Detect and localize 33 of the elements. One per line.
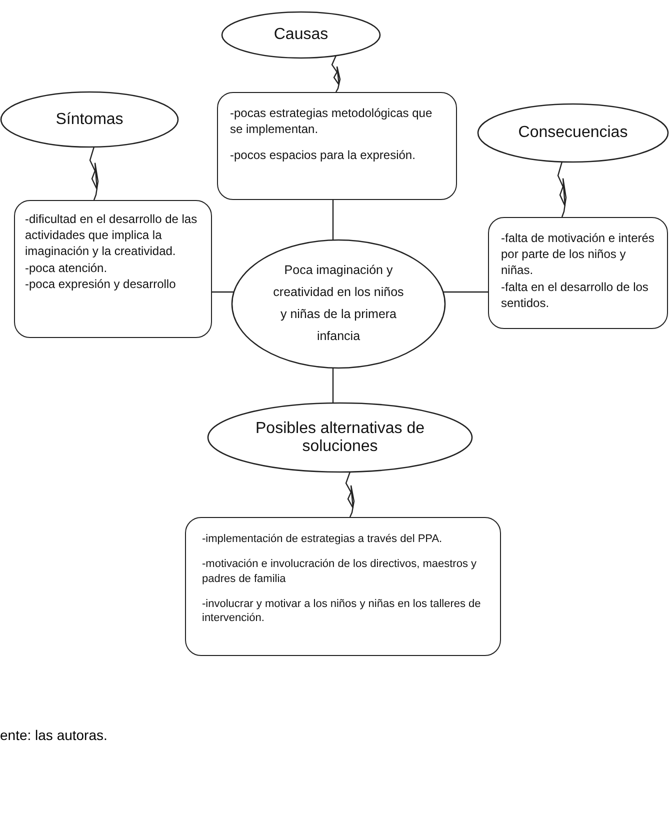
rounded-box	[185, 517, 501, 656]
node-text: -poca atención.	[25, 260, 108, 276]
node-text: -involucrar y motivar a los niños y niñas en los talleres de intervención.	[202, 596, 482, 626]
node-title: Poca imaginación y creatividad en los niños y niñas de la primera infancia	[272, 262, 405, 345]
node-text: -poca expresión y desarrollo	[25, 276, 177, 292]
zigzag-connector	[331, 55, 341, 92]
connector-line	[332, 200, 334, 240]
node-text: -pocas estrategias metodológicas que se implementan.	[230, 105, 434, 138]
rounded-box	[217, 92, 457, 200]
rounded-box	[14, 200, 212, 338]
node-text: -falta en el desarrollo de los sentidos.	[501, 278, 650, 311]
node-text: -pocos espacios para la expresión.	[230, 147, 416, 164]
ellipse-node	[1, 92, 178, 147]
node-title: Posibles alternativas de soluciones	[255, 420, 425, 456]
node-title: Causas	[274, 26, 328, 44]
ellipse-node	[208, 403, 472, 472]
node-text: -implementación de estrategias a través del PPA.	[202, 532, 444, 547]
ellipse-node	[478, 104, 668, 162]
node-title: Síntomas	[56, 110, 124, 128]
zigzag-connector	[345, 472, 355, 518]
ellipse-node	[232, 240, 445, 368]
zigzag-connector	[89, 146, 99, 200]
node-text: -motivación e involucración de los directivos, maestros y padres de familia	[202, 556, 478, 587]
connector-line	[212, 291, 234, 293]
source-note: ente: las autoras.	[0, 727, 108, 743]
rounded-box	[488, 217, 668, 329]
node-text: -dificultad en el desarrollo de las actividades que implica la imaginación y la creatividad.	[25, 211, 198, 260]
ellipse-node	[222, 12, 380, 58]
node-title: Consecuencias	[518, 124, 628, 142]
connector-line	[332, 368, 334, 404]
connector-line	[443, 291, 488, 293]
node-text: -falta de motivación e interés por parte de los niños y niñas.	[501, 230, 656, 279]
zigzag-connector	[557, 162, 567, 218]
